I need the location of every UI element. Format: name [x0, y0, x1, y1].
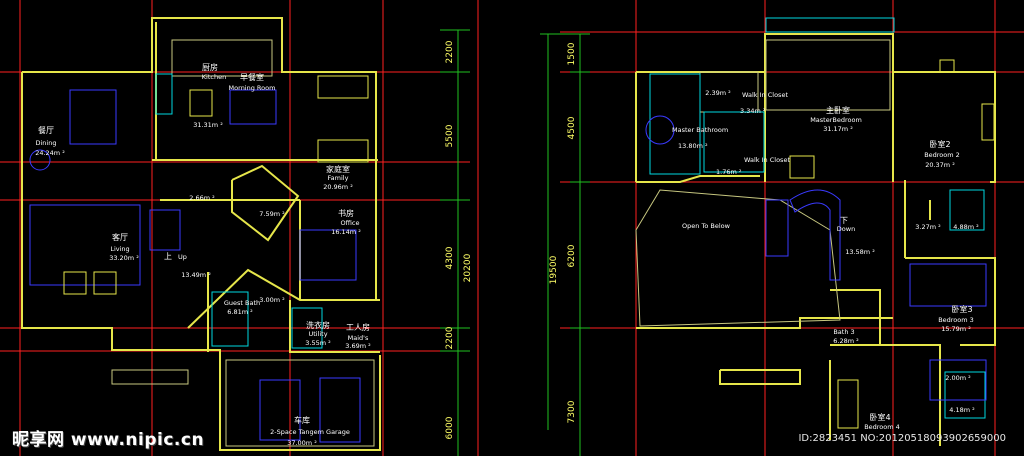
- dimension-label: 4300: [445, 246, 455, 269]
- dimension-label: 4500: [567, 116, 577, 139]
- room-label-en: Master Bathroom: [672, 126, 728, 134]
- small-area: 3.00m ²: [259, 296, 285, 304]
- room-label-en: Walk In Closet: [744, 156, 790, 164]
- room-label-cn: 客厅: [112, 232, 128, 242]
- room-area: 3.34m ²: [740, 107, 766, 115]
- room-label-en: MasterBedroom: [810, 116, 862, 124]
- dimension-label: 6200: [567, 244, 577, 267]
- right-plan-dimensions: 1500 4500 6200 19500 7300: [549, 42, 577, 423]
- small-area: 4.88m ²: [953, 223, 979, 231]
- right-plan-labels: 主卧室 MasterBedroom 31.17m ² Walk In Close…: [672, 89, 979, 431]
- left-plan-furniture: [29, 89, 361, 443]
- room-label-en: Living: [110, 245, 129, 253]
- room-label-cn: 上: [164, 252, 172, 261]
- room-area: 16.14m ²: [331, 228, 361, 236]
- room-area: 20.96m ²: [323, 183, 353, 191]
- room-area: 1.76m ²: [716, 168, 742, 176]
- room-area: 6.28m ²: [833, 337, 859, 345]
- room-area: 24.24m ²: [35, 149, 65, 157]
- left-plan-walls: [21, 17, 381, 451]
- dimension-label: 6000: [445, 416, 455, 439]
- room-area: 3.55m ²: [305, 339, 331, 347]
- left-plan-labels: 厨房 Kitchen 早餐室 Morning Room 31.31m ² 餐厅 …: [35, 62, 371, 447]
- room-area: 13.49m ²: [181, 271, 211, 279]
- room-label-en: Bath 3: [833, 328, 854, 336]
- left-plan-inner-walls: [111, 39, 375, 447]
- room-area: 6.81m ²: [227, 308, 253, 316]
- room-label-en: Open To Below: [682, 222, 731, 230]
- room-label-cn: 主卧室: [826, 105, 850, 115]
- room-label-en: Maid's: [348, 334, 369, 342]
- room-area: 13.80m ²: [678, 142, 708, 150]
- room-label-cn: 卧室3: [951, 304, 972, 314]
- dimension-label: 2200: [445, 40, 455, 63]
- room-label-en: Utility: [308, 330, 327, 338]
- room-label-cn: 洗衣房: [306, 320, 330, 330]
- room-label-cn: 餐厅: [38, 126, 54, 135]
- room-label-en: Bedroom 4: [864, 423, 900, 431]
- dimension-lines: [440, 29, 590, 456]
- watermark-logo: 昵享网 www.nipic.cn: [12, 430, 205, 450]
- room-area: 31.31m ²: [193, 121, 223, 129]
- room-label-en: Family: [328, 174, 349, 182]
- right-plan-furniture: [645, 115, 987, 401]
- dimension-label: 2200: [445, 326, 455, 349]
- room-label-en: Bedroom 2: [924, 151, 960, 159]
- room-area: 31.17m ²: [823, 125, 853, 133]
- room-area: 20.37m ²: [925, 161, 955, 169]
- room-label-en: Dining: [36, 139, 57, 147]
- dimension-label: 5500: [445, 124, 455, 147]
- room-label-en: 2-Space Tangem Garage: [270, 428, 350, 436]
- room-label-en: Morning Room: [229, 84, 276, 92]
- room-label-cn: 下: [840, 216, 848, 225]
- room-label-cn: 书房: [338, 208, 354, 218]
- small-area: 2.39m ²: [705, 89, 731, 97]
- dimension-label: 19500: [549, 255, 559, 284]
- room-label-cn: 家庭室: [326, 164, 350, 174]
- small-area: 3.27m ²: [915, 223, 941, 231]
- room-label-en: Up: [178, 253, 187, 261]
- room-label-en: Guest Bath: [224, 299, 260, 307]
- room-label-en: Kitchen: [202, 73, 226, 81]
- room-area: 13.58m ²: [845, 248, 875, 256]
- watermark-id: ID:2823451 NO:20120518093902659000: [798, 433, 1006, 444]
- dimension-label: 7300: [567, 400, 577, 423]
- room-label-en: Walk In Closet: [742, 91, 788, 99]
- left-plan-tiles: [155, 73, 323, 349]
- room-label-cn: 厨房: [202, 62, 218, 72]
- room-label-cn: 卧室2: [929, 139, 950, 149]
- dimension-label: 1500: [567, 42, 577, 65]
- room-label-cn: 卧室4: [869, 412, 890, 422]
- room-label-cn: 车库: [294, 415, 310, 425]
- room-area: 15.79m ²: [941, 325, 971, 333]
- left-plan-dimensions: 2200 5500 4300 20200 2200 6000: [445, 40, 473, 439]
- room-area: 37.00m ²: [287, 439, 317, 447]
- right-plan-yellow-furniture: [789, 59, 995, 429]
- small-area: 4.18m ²: [949, 406, 975, 414]
- small-area: 2.00m ²: [945, 374, 971, 382]
- room-area: 3.69m ²: [345, 342, 371, 350]
- room-label-en: Bedroom 3: [938, 316, 974, 324]
- right-plan-walls: [635, 33, 996, 446]
- left-plan-yellow-furniture: [63, 75, 369, 295]
- dimension-label: 20200: [463, 253, 473, 282]
- room-area: 33.20m ²: [109, 254, 139, 262]
- room-label-cn: 工人房: [346, 322, 370, 332]
- small-area: 7.59m ²: [259, 210, 285, 218]
- small-area: 2.66m ²: [189, 194, 215, 202]
- room-label-en: Down: [837, 225, 855, 233]
- room-label-en: Office: [341, 219, 360, 227]
- room-label-cn: 早餐室: [240, 72, 264, 82]
- right-plan-tiles: [649, 17, 986, 419]
